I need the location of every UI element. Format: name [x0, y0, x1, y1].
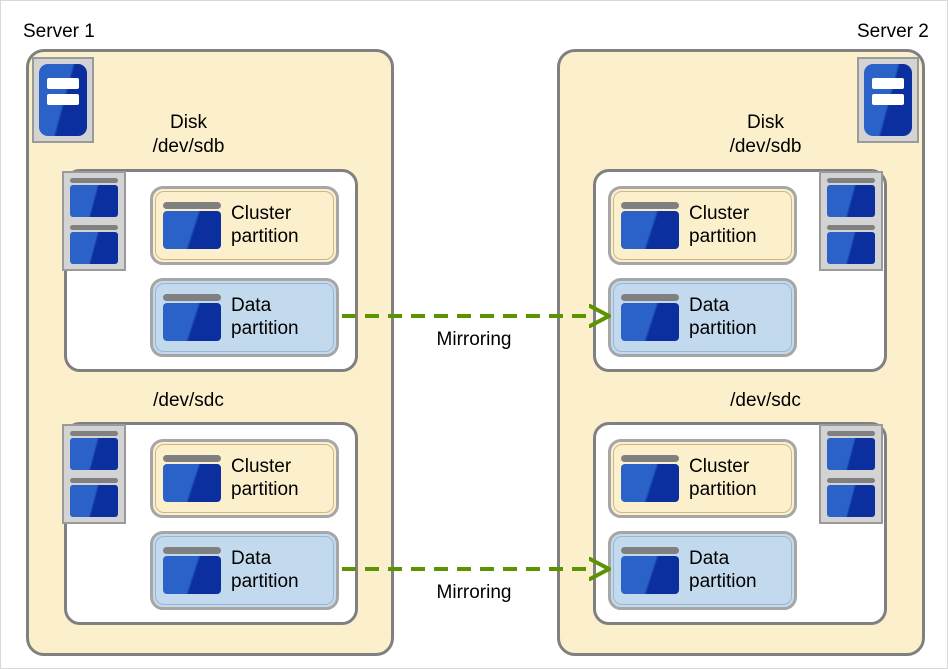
- mirroring-connector-sdb: [342, 314, 595, 318]
- disk-unit-body: [827, 485, 875, 517]
- disk-unit: [70, 178, 118, 217]
- disk-unit-bar: [70, 478, 118, 483]
- partition-icon: [163, 294, 221, 341]
- disk-title-sdc: /dev/sdc: [153, 390, 224, 411]
- mirroring-arrowhead-sdc: [589, 557, 611, 581]
- disk-title-sdb: Disk /dev/sdb: [729, 112, 802, 157]
- partition-icon-bar: [621, 455, 679, 462]
- server-icon: [857, 57, 919, 143]
- cluster-partition[interactable]: Cluster partition: [150, 186, 339, 265]
- mirroring-label-sdc: Mirroring: [436, 582, 512, 603]
- disk-unit-body: [827, 185, 875, 217]
- partition-icon: [621, 202, 679, 249]
- server-icon-slot: [46, 78, 80, 90]
- partition-icon-body: [163, 556, 221, 594]
- disk-icon: [819, 424, 883, 524]
- partition-icon-bar: [621, 202, 679, 209]
- server-icon-slot: [46, 94, 80, 106]
- data-partition[interactable]: Data partition: [608, 278, 797, 357]
- disk-unit-bar: [70, 178, 118, 183]
- mirroring-arrowhead-sdb: [589, 304, 611, 328]
- cluster-partition-label: Cluster partition: [231, 203, 299, 247]
- cluster-partition-label: Cluster partition: [231, 456, 299, 500]
- disk-icon: [62, 424, 126, 524]
- partition-icon-bar: [163, 294, 221, 301]
- disk-unit-body: [70, 232, 118, 264]
- partition-icon: [621, 455, 679, 502]
- partition-icon-bar: [621, 547, 679, 554]
- partition-icon-bar: [163, 547, 221, 554]
- disk-unit-body: [70, 185, 118, 217]
- partition-icon-body: [163, 211, 221, 249]
- partition-icon: [621, 547, 679, 594]
- disk-unit-bar: [827, 178, 875, 183]
- server-icon: [32, 57, 94, 143]
- data-partition-label: Data partition: [231, 295, 299, 339]
- server-2-label: Server 2: [857, 21, 929, 42]
- disk-title-sdc: /dev/sdc: [730, 390, 801, 411]
- disk-unit-bar: [827, 478, 875, 483]
- disk-unit: [827, 178, 875, 217]
- cluster-partition[interactable]: Cluster partition: [150, 439, 339, 518]
- data-partition[interactable]: Data partition: [608, 531, 797, 610]
- partition-icon-body: [163, 303, 221, 341]
- server-icon-body: [39, 64, 87, 136]
- partition-icon: [163, 202, 221, 249]
- cluster-partition[interactable]: Cluster partition: [608, 439, 797, 518]
- disk-unit-bar: [70, 431, 118, 436]
- partition-icon-bar: [163, 202, 221, 209]
- disk-unit: [70, 225, 118, 264]
- server-icon-body: [864, 64, 912, 136]
- mirroring-label-sdb: Mirroring: [436, 329, 512, 350]
- disk-unit-body: [827, 232, 875, 264]
- partition-icon-body: [621, 211, 679, 249]
- disk-unit-bar: [827, 431, 875, 436]
- partition-icon: [163, 455, 221, 502]
- cluster-partition-label: Cluster partition: [689, 203, 757, 247]
- disk-icon: [819, 171, 883, 271]
- data-partition-label: Data partition: [689, 548, 757, 592]
- disk-icon: [62, 171, 126, 271]
- partition-icon: [163, 547, 221, 594]
- disk-unit: [70, 431, 118, 470]
- partition-icon: [621, 294, 679, 341]
- disk-unit-body: [70, 438, 118, 470]
- server-icon-slot: [871, 78, 905, 90]
- partition-icon-body: [621, 464, 679, 502]
- data-partition[interactable]: Data partition: [150, 278, 339, 357]
- partition-icon-bar: [163, 455, 221, 462]
- cluster-partition-label: Cluster partition: [689, 456, 757, 500]
- disk-unit: [70, 478, 118, 517]
- disk-unit: [827, 225, 875, 264]
- cluster-partition[interactable]: Cluster partition: [608, 186, 797, 265]
- disk-unit: [827, 431, 875, 470]
- server-1-label: Server 1: [23, 21, 95, 42]
- server-icon-slot: [871, 94, 905, 106]
- partition-icon-bar: [621, 294, 679, 301]
- disk-unit-bar: [827, 225, 875, 230]
- disk-unit-bar: [70, 225, 118, 230]
- partition-icon-body: [621, 303, 679, 341]
- partition-icon-body: [163, 464, 221, 502]
- disk-title-sdb: Disk /dev/sdb: [152, 112, 225, 157]
- mirroring-connector-sdc: [342, 567, 595, 571]
- disk-unit-body: [70, 485, 118, 517]
- data-partition-label: Data partition: [689, 295, 757, 339]
- data-partition-label: Data partition: [231, 548, 299, 592]
- data-partition[interactable]: Data partition: [150, 531, 339, 610]
- disk-unit-body: [827, 438, 875, 470]
- disk-unit: [827, 478, 875, 517]
- partition-icon-body: [621, 556, 679, 594]
